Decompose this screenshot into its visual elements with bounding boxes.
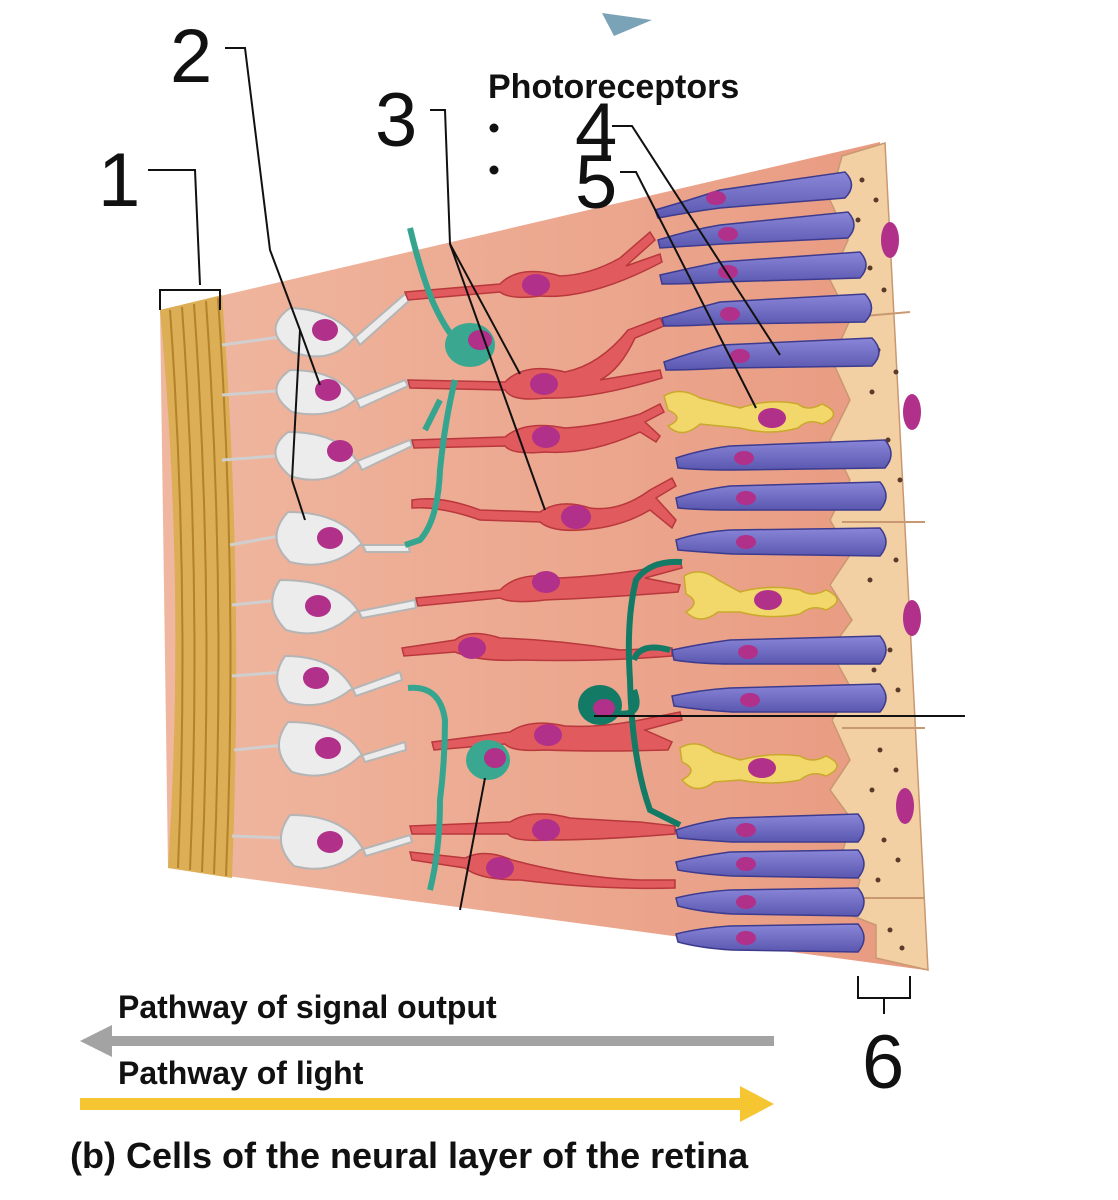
ganglion-cell [231, 654, 404, 707]
bipolar-cell [411, 476, 677, 532]
rod [657, 211, 855, 249]
label-4: 4 [575, 88, 617, 173]
rods [654, 171, 892, 953]
light-arrow [80, 1086, 774, 1122]
label-2: 2 [170, 14, 212, 99]
horizontal-cell-body [578, 685, 622, 725]
rod [661, 293, 873, 327]
rod [675, 887, 865, 917]
rod [675, 813, 865, 843]
figure-caption: (b) Cells of the neural layer of the ret… [70, 1135, 749, 1176]
signal-output-arrow [80, 1025, 774, 1057]
cone [679, 743, 838, 790]
rod [671, 635, 887, 665]
bipolar-cell [415, 559, 683, 607]
bullet-dot [489, 123, 499, 133]
ganglion-cells [221, 292, 418, 870]
nerve-fiber-lines [169, 297, 232, 877]
label-6: 6 [862, 1020, 904, 1105]
ganglion-cell [231, 578, 418, 635]
pathway-output-label: Pathway of signal output [118, 989, 497, 1025]
ganglion-cell [231, 813, 414, 870]
label-3: 3 [375, 78, 417, 163]
amacrine-cell-body [445, 323, 510, 780]
ganglion-cell [221, 430, 414, 481]
label-5: 5 [575, 140, 617, 225]
rod [671, 683, 887, 713]
bipolar-cell [403, 230, 663, 301]
bipolar-cell [407, 317, 666, 400]
ganglion-cell [233, 720, 408, 777]
rod [675, 439, 892, 471]
rod [675, 923, 865, 953]
ganglion-cell [229, 510, 412, 566]
rod [663, 337, 880, 371]
photoreceptors-heading: Photoreceptors [488, 68, 739, 106]
label-1: 1 [98, 138, 140, 223]
ganglion-cell [221, 292, 412, 358]
bipolar-cell [411, 402, 665, 454]
ganglion-cell [221, 368, 410, 416]
top-triangle [602, 13, 652, 36]
bipolar-cell [409, 813, 676, 842]
rod [654, 171, 853, 219]
cone [683, 571, 838, 620]
rod [675, 481, 887, 511]
bipolar-cell [409, 851, 676, 890]
rod [675, 849, 865, 879]
pathway-light-label: Pathway of light [118, 1055, 364, 1091]
cones [663, 390, 838, 790]
leader-lines [148, 47, 965, 1014]
rod [675, 527, 887, 557]
bipolar-cell [401, 632, 673, 662]
bullet-dot [489, 165, 499, 175]
